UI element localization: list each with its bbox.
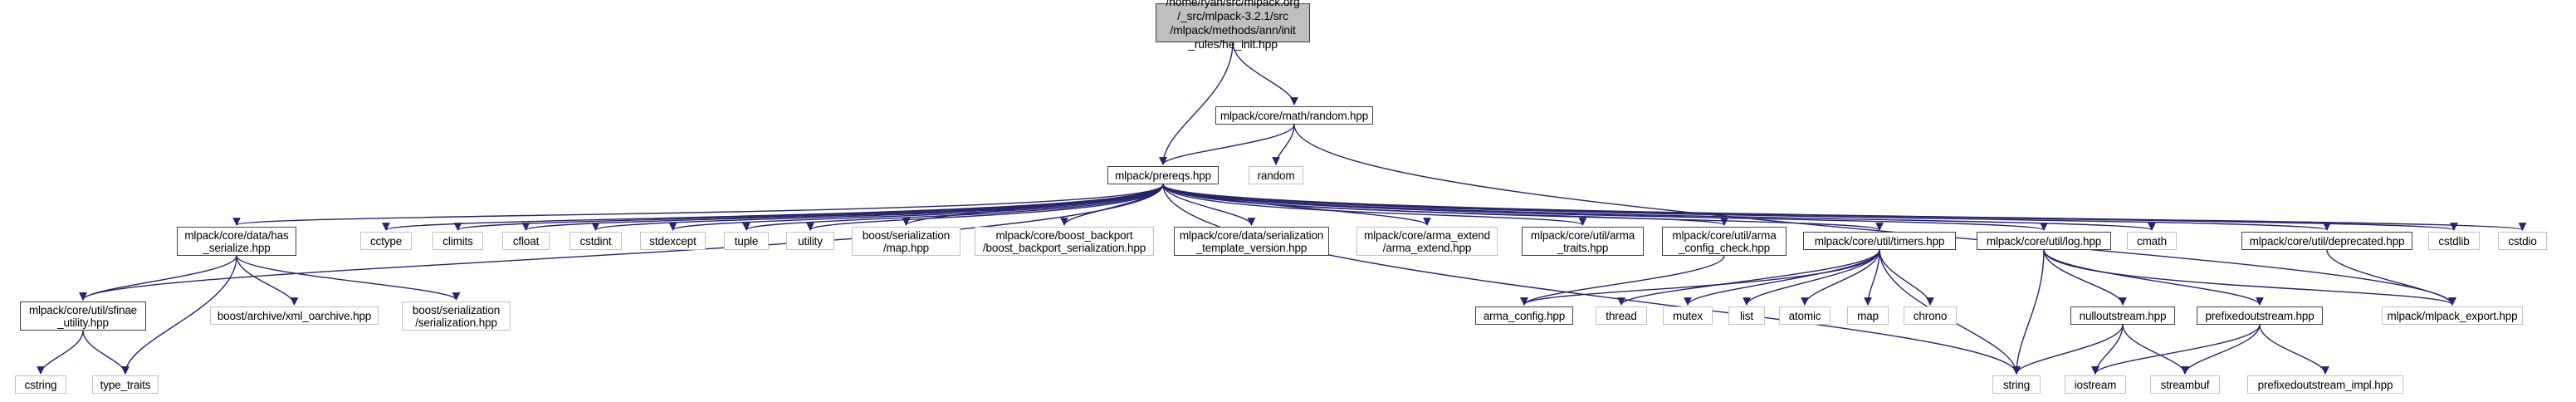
graph-node-cmath[interactable]: cmath bbox=[2127, 232, 2177, 250]
graph-edge-prereqs-to-utility bbox=[806, 184, 1164, 231]
graph-edge-prereqs-to-log_hpp bbox=[1162, 184, 2048, 231]
graph-node-map[interactable]: map bbox=[1847, 306, 1889, 325]
graph-node-atomic[interactable]: atomic bbox=[1779, 306, 1831, 325]
graph-edge-root-to-random_hpp bbox=[1232, 42, 1298, 105]
graph-node-cstring[interactable]: cstring bbox=[15, 375, 66, 394]
graph-node-string[interactable]: string bbox=[1992, 375, 2041, 394]
graph-node-log_hpp[interactable]: mlpack/core/util/log.hpp bbox=[1977, 232, 2111, 250]
graph-edge-prefixedout-to-streambuf bbox=[2181, 324, 2261, 375]
graph-edge-log_hpp-to-nulloutstream bbox=[2043, 249, 2127, 306]
graph-edge-sfinae-to-cstring bbox=[37, 330, 84, 375]
graph-edge-nulloutstream-to-iostream bbox=[2091, 324, 2124, 375]
graph-edge-deprecated-to-mlpack_export bbox=[2326, 249, 2456, 306]
graph-node-cctype[interactable]: cctype bbox=[360, 232, 412, 250]
graph-node-tuple[interactable]: tuple bbox=[724, 232, 769, 250]
graph-edge-prereqs-to-cstdint bbox=[591, 184, 1164, 231]
graph-node-iostream[interactable]: iostream bbox=[2065, 375, 2126, 394]
graph-node-sfinae[interactable]: mlpack/core/util/sfinae _utility.hpp bbox=[20, 302, 146, 331]
graph-node-list[interactable]: list bbox=[1728, 306, 1765, 325]
graph-edge-timers-to-map bbox=[1864, 249, 1880, 306]
graph-node-cstdio[interactable]: cstdio bbox=[2498, 232, 2547, 250]
graph-node-mlpack_export[interactable]: mlpack/mlpack_export.hpp bbox=[2382, 306, 2523, 325]
graph-edge-prereqs-to-has_serialize bbox=[232, 184, 1164, 226]
graph-edge-sfinae-to-type_traits bbox=[82, 330, 130, 375]
graph-node-chrono[interactable]: chrono bbox=[1904, 306, 1957, 325]
graph-node-ser_tmpl_ver[interactable]: mlpack/core/data/serialization _template… bbox=[1174, 227, 1329, 256]
graph-edge-root-to-prereqs bbox=[1159, 42, 1234, 165]
graph-edge-prereqs-to-boost_ser_map bbox=[902, 184, 1164, 226]
graph-node-timers[interactable]: mlpack/core/util/timers.hpp bbox=[1803, 232, 1956, 250]
graph-node-type_traits[interactable]: type_traits bbox=[92, 375, 159, 394]
graph-edge-prereqs-to-cctype bbox=[382, 184, 1164, 231]
graph-node-has_serialize[interactable]: mlpack/core/data/has _serialize.hpp bbox=[177, 227, 296, 256]
graph-edge-timers-to-arma_config bbox=[1520, 249, 1880, 306]
graph-node-prereqs[interactable]: mlpack/prereqs.hpp bbox=[1107, 166, 1219, 184]
graph-edge-prefixedout-to-iostream bbox=[2091, 324, 2261, 375]
graph-edge-timers-to-chrono bbox=[1879, 249, 1934, 306]
graph-node-random_std[interactable]: random bbox=[1249, 166, 1303, 184]
graph-edge-timers-to-mutex bbox=[1684, 249, 1880, 306]
graph-edge-prereqs-to-cstdio bbox=[1162, 184, 2526, 231]
graph-node-boost_ser_ser[interactable]: boost/serialization /serialization.hpp bbox=[402, 302, 511, 331]
graph-edge-random_hpp-to-prereqs bbox=[1159, 124, 1295, 165]
graph-edge-log_hpp-to-string bbox=[2012, 249, 2045, 375]
graph-node-utility[interactable]: utility bbox=[786, 232, 834, 250]
graph-edge-prereqs-to-arma_traits bbox=[1162, 184, 1587, 226]
graph-node-arma_cfg_check[interactable]: mlpack/core/util/arma _config_check.hpp bbox=[1662, 227, 1787, 256]
graph-node-cstdint[interactable]: cstdint bbox=[569, 232, 622, 250]
graph-node-boost_ser_map[interactable]: boost/serialization /map.hpp bbox=[852, 227, 961, 256]
graph-node-cfloat[interactable]: cfloat bbox=[502, 232, 550, 250]
graph-edge-prereqs-to-stdexcept bbox=[668, 184, 1164, 231]
graph-edge-prereqs-to-cfloat bbox=[522, 184, 1164, 231]
graph-node-deprecated[interactable]: mlpack/core/util/deprecated.hpp bbox=[2241, 232, 2412, 250]
graph-edge-prereqs-to-climits bbox=[454, 184, 1164, 231]
graph-edge-log_hpp-to-mlpack_export bbox=[2043, 249, 2456, 306]
graph-edge-prereqs-to-string bbox=[1162, 184, 2021, 375]
graph-node-cstdlib[interactable]: cstdlib bbox=[2428, 232, 2480, 250]
graph-edge-log_hpp-to-prefixedout bbox=[2043, 249, 2264, 306]
graph-node-random_hpp[interactable]: mlpack/core/math/random.hpp bbox=[1215, 106, 1373, 125]
graph-edge-random_hpp-to-random_std bbox=[1272, 124, 1295, 165]
graph-edge-prereqs-to-arma_cfg_check bbox=[1162, 184, 1728, 226]
graph-node-arma_traits[interactable]: mlpack/core/util/arma _traits.hpp bbox=[1522, 227, 1644, 256]
graph-node-xml_oarchive[interactable]: boost/archive/xml_oarchive.hpp bbox=[210, 306, 379, 325]
graph-node-thread[interactable]: thread bbox=[1596, 306, 1647, 325]
graph-node-arma_config[interactable]: arma_config.hpp bbox=[1475, 306, 1573, 325]
graph-edge-prereqs-to-tuple bbox=[742, 184, 1164, 231]
graph-edge-timers-to-thread bbox=[1617, 249, 1880, 306]
graph-node-arma_extend[interactable]: mlpack/core/arma_extend /arma_extend.hpp bbox=[1356, 227, 1498, 256]
graph-edge-random_hpp-to-mlpack_export bbox=[1293, 124, 2456, 306]
graph-edge-has_serialize-to-xml_oarchive bbox=[236, 255, 299, 306]
graph-edge-prereqs-to-ser_tmpl_ver bbox=[1162, 184, 1256, 226]
graph-edge-has_serialize-to-sfinae bbox=[79, 255, 237, 301]
graph-edge-prereqs-to-timers bbox=[1162, 184, 1884, 231]
graph-edge-timers-to-atomic bbox=[1801, 249, 1880, 306]
graph-edge-prereqs-to-deprecated bbox=[1162, 184, 2331, 231]
graph-edge-nulloutstream-to-streambuf bbox=[2122, 324, 2189, 375]
graph-node-prefixedout[interactable]: prefixedoutstream.hpp bbox=[2197, 306, 2323, 325]
graph-node-streambuf[interactable]: streambuf bbox=[2150, 375, 2220, 394]
graph-edge-prereqs-to-cstdlib bbox=[1162, 184, 2458, 231]
graph-edge-prereqs-to-arma_extend bbox=[1162, 184, 1431, 226]
graph-node-stdexcept[interactable]: stdexcept bbox=[640, 232, 706, 250]
graph-node-climits[interactable]: climits bbox=[433, 232, 483, 250]
graph-node-prefixedimpl[interactable]: prefixedoutstream_impl.hpp bbox=[2247, 375, 2403, 394]
graph-edge-prereqs-to-cmath bbox=[1162, 184, 2156, 231]
graph-node-mutex[interactable]: mutex bbox=[1663, 306, 1713, 325]
graph-edge-nulloutstream-to-string bbox=[2012, 324, 2124, 375]
graph-edge-prefixedout-to-prefixedimpl bbox=[2259, 324, 2329, 375]
graph-edge-arma_cfg_check-to-arma_config bbox=[1520, 255, 1725, 306]
graph-edge-prereqs-to-boost_backport bbox=[1060, 184, 1164, 226]
graph-node-nulloutstream[interactable]: nulloutstream.hpp bbox=[2070, 306, 2175, 325]
graph-node-root[interactable]: /home/ryan/src/mlpack.org /_src/mlpack-3… bbox=[1156, 0, 1310, 51]
graph-edge-timers-to-list bbox=[1743, 249, 1880, 306]
graph-node-boost_backport[interactable]: mlpack/core/boost_backport /boost_backpo… bbox=[975, 227, 1154, 256]
graph-edge-has_serialize-to-boost_ser_ser bbox=[236, 255, 461, 301]
